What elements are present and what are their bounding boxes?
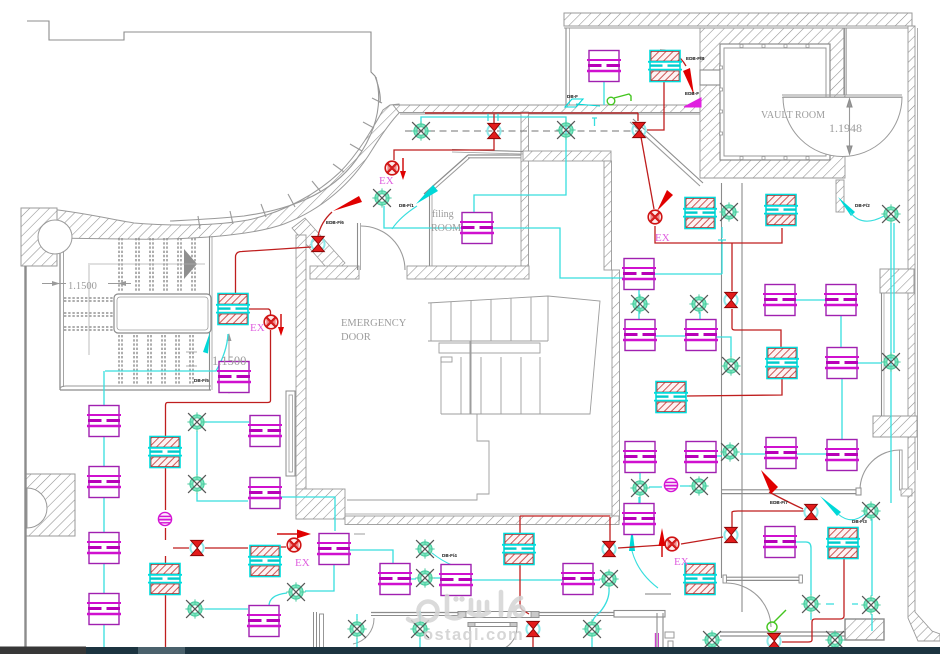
svg-text:DB-F/5: DB-F/5	[194, 378, 209, 383]
svg-text:EX: EX	[655, 232, 670, 244]
svg-text:DB-F/2: DB-F/2	[855, 203, 870, 208]
svg-text:ostaql.com: ostaql.com	[423, 626, 524, 644]
svg-text:EX: EX	[674, 556, 689, 568]
svg-text:DB-F/1: DB-F/1	[399, 203, 414, 208]
svg-text:DB-F: DB-F	[567, 94, 578, 99]
svg-text:filing: filing	[432, 209, 454, 220]
svg-text:1.1500: 1.1500	[68, 281, 97, 292]
svg-text:EDB-F/6: EDB-F/6	[326, 220, 344, 225]
svg-text:EDB-F/B: EDB-F/B	[686, 56, 705, 61]
svg-text:EDB-F: EDB-F	[685, 91, 699, 96]
svg-text:EX: EX	[250, 322, 265, 334]
svg-text:1.1948: 1.1948	[829, 121, 862, 135]
svg-text:EX: EX	[379, 175, 394, 187]
svg-text:DOOR: DOOR	[341, 332, 371, 343]
svg-text:ROOM: ROOM	[431, 223, 461, 234]
svg-text:EDB-F/7: EDB-F/7	[770, 500, 788, 505]
svg-text:DB-F/3: DB-F/3	[852, 519, 867, 524]
svg-text:EX: EX	[295, 557, 310, 569]
svg-text:VAULT ROOM: VAULT ROOM	[761, 110, 825, 121]
svg-text:1.1500: 1.1500	[212, 354, 246, 368]
svg-text:DB-F/4: DB-F/4	[442, 553, 457, 558]
svg-text:EMERGENCY: EMERGENCY	[341, 318, 407, 329]
